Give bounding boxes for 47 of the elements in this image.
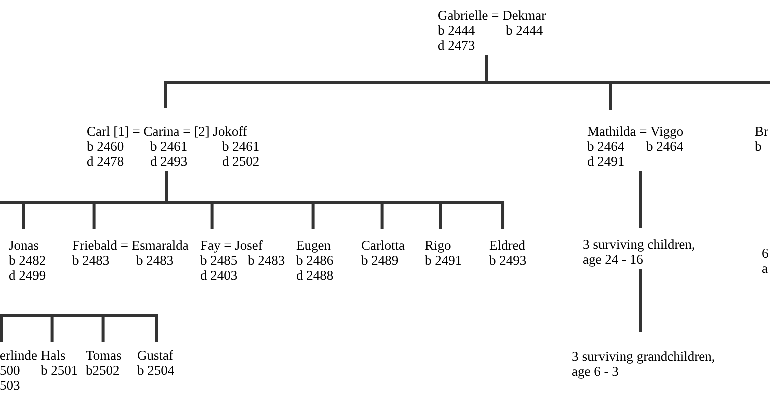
descendants-note: 3 surviving children, age 24 - 16 xyxy=(583,240,694,267)
connector-line xyxy=(382,202,441,204)
family-entry: Rigo b 2491 xyxy=(425,241,462,266)
connector-line xyxy=(0,202,24,204)
connector-line xyxy=(22,204,26,229)
connector-line xyxy=(94,202,167,204)
descendants-note: 3 surviving grandchildren, age 6 - 3 xyxy=(572,352,714,379)
connector-line xyxy=(640,172,642,228)
connector-line xyxy=(0,318,3,342)
connector-line xyxy=(485,56,488,82)
family-entry: Fay = Josef b 2485 b 2483 d 2403 xyxy=(200,240,285,280)
connector-line xyxy=(610,84,612,110)
connector-line xyxy=(441,202,504,229)
connector-line xyxy=(611,82,770,84)
family-entry: Jonas b 2482 d 2499 xyxy=(9,241,46,280)
family-entry: erlinde 500 503 xyxy=(0,350,38,390)
family-entry: Hals b 2501 xyxy=(41,350,78,376)
family-entry: Friebald = Esmaralda b 2483 b 2483 xyxy=(72,240,189,266)
connector-line xyxy=(164,82,486,108)
family-entry: Gabrielle = Dekmar b 2444 b 2444 d 2473 xyxy=(438,10,546,50)
family-entry: Carl [1] = Carina = [2] Jokoff b 2460 b 2461 b 2461 d 2478 d 2493 d 2502 xyxy=(87,126,259,166)
connector-line xyxy=(640,270,642,332)
connector-line xyxy=(24,202,94,204)
family-entry: Gustaf b 2504 xyxy=(138,350,174,376)
family-entry: Tomas b2502 xyxy=(86,351,122,376)
family-entry: Eldred b 2493 xyxy=(490,240,526,266)
family-entry: Br b xyxy=(755,127,768,152)
connector-line xyxy=(103,314,158,342)
family-entry: Mathilda = Viggo b 2464 b 2464 d 2491 xyxy=(588,126,684,166)
connector-line xyxy=(210,204,214,229)
connector-line xyxy=(102,318,105,342)
descendants-note: 6 a xyxy=(762,249,768,274)
connector-line xyxy=(52,314,104,318)
connector-line xyxy=(312,204,315,229)
connector-line xyxy=(313,202,382,204)
family-entry: Carlotta b 2489 xyxy=(362,240,405,266)
connector-line xyxy=(166,172,168,202)
connector-line xyxy=(486,82,611,84)
family-entry: Eugen b 2486 d 2488 xyxy=(296,241,334,280)
connector-line xyxy=(167,202,212,204)
connector-line xyxy=(212,202,314,204)
connector-line xyxy=(380,204,384,229)
connector-line xyxy=(92,204,96,229)
connector-line xyxy=(0,314,2,318)
connector-line xyxy=(440,204,442,229)
connector-line xyxy=(50,318,54,342)
connector-line xyxy=(2,314,52,318)
